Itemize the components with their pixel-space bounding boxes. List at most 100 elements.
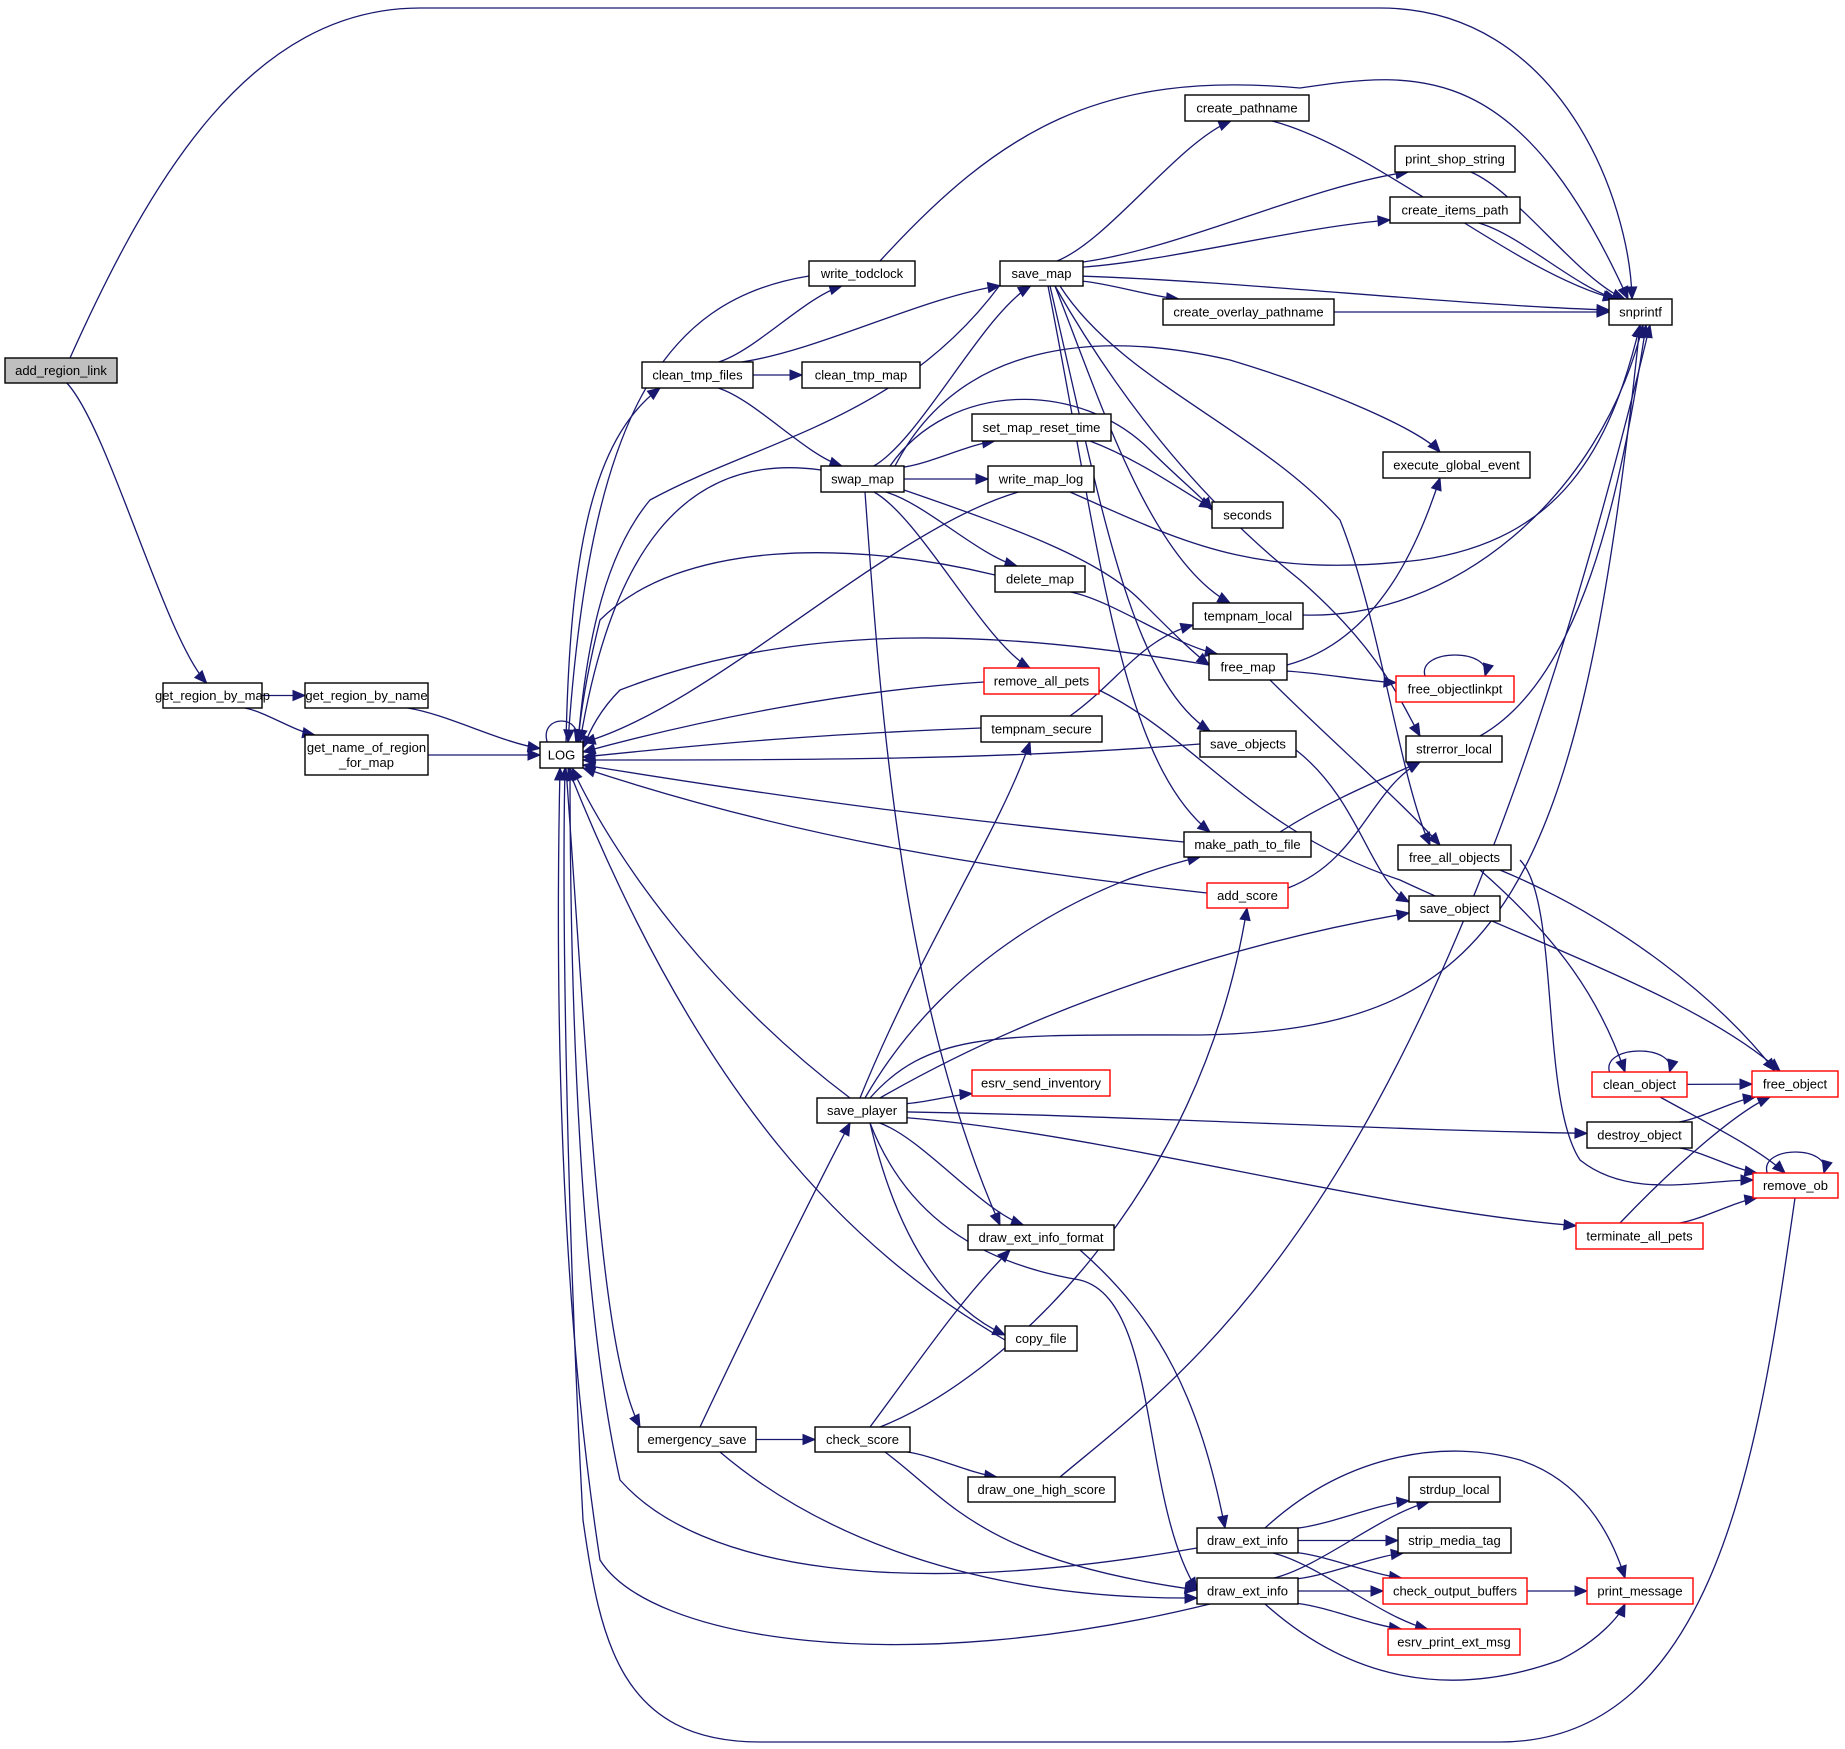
node-make-path-to-file[interactable]: make_path_to_file xyxy=(1183,831,1312,858)
node-box[interactable] xyxy=(1397,844,1512,871)
node-check-output-buffers[interactable]: check_output_buffers xyxy=(1382,1577,1528,1605)
node-box[interactable] xyxy=(641,361,754,389)
node-swap-map[interactable]: swap_map xyxy=(820,465,905,493)
node-write-map-log[interactable]: write_map_log xyxy=(987,465,1095,493)
node-box[interactable] xyxy=(1408,1476,1501,1503)
node-get-region-by-name[interactable]: get_region_by_name xyxy=(304,682,429,709)
node-box[interactable] xyxy=(967,1224,1115,1251)
node-box[interactable] xyxy=(1394,145,1516,173)
node-free-map[interactable]: free_map xyxy=(1208,653,1288,681)
node-box[interactable] xyxy=(994,565,1086,593)
node-save-map[interactable]: save_map xyxy=(999,260,1084,287)
node-box[interactable] xyxy=(1184,94,1310,122)
node-box[interactable] xyxy=(1752,1172,1839,1199)
node-box[interactable] xyxy=(1162,298,1335,326)
node-clean-object[interactable]: clean_object xyxy=(1591,1071,1688,1098)
node-draw-one-high-score[interactable]: draw_one_high_score xyxy=(967,1476,1116,1503)
node-save-object[interactable]: save_object xyxy=(1408,895,1501,922)
node-box[interactable] xyxy=(1004,1325,1078,1352)
node-box[interactable] xyxy=(1397,1527,1512,1554)
node-destroy-object[interactable]: destroy_object xyxy=(1586,1121,1693,1149)
node-box[interactable] xyxy=(999,260,1084,287)
node-box[interactable] xyxy=(1608,298,1673,326)
node-box[interactable] xyxy=(967,1476,1116,1503)
node-box[interactable] xyxy=(4,357,118,384)
node-box[interactable] xyxy=(814,1426,911,1453)
node-remove-all-pets[interactable]: remove_all_pets xyxy=(983,667,1100,695)
node-box[interactable] xyxy=(980,715,1103,743)
node-box[interactable] xyxy=(801,361,921,389)
node-write-todclock[interactable]: write_todclock xyxy=(808,260,916,287)
node-box[interactable] xyxy=(1208,653,1288,681)
node-box[interactable] xyxy=(1751,1070,1839,1098)
node-box[interactable] xyxy=(1395,675,1515,703)
node-box[interactable] xyxy=(1389,196,1521,224)
node-free-object[interactable]: free_object xyxy=(1751,1070,1839,1098)
node-save-objects[interactable]: save_objects xyxy=(1199,730,1297,758)
node-create-pathname[interactable]: create_pathname xyxy=(1184,94,1310,122)
node-create-items-path[interactable]: create_items_path xyxy=(1389,196,1521,224)
node-strip-media-tag[interactable]: strip_media_tag xyxy=(1397,1527,1512,1554)
node-strerror-local[interactable]: strerror_local xyxy=(1405,735,1503,763)
node-box[interactable] xyxy=(983,667,1100,695)
node-box[interactable] xyxy=(971,1069,1111,1097)
node-get-region-by-map[interactable]: get_region_by_map xyxy=(155,682,270,709)
node-add-region-link[interactable]: add_region_link xyxy=(4,357,118,384)
node-draw-ext-info-format[interactable]: draw_ext_info_format xyxy=(967,1224,1115,1251)
node-print-message[interactable]: print_message xyxy=(1586,1577,1694,1605)
node-box[interactable] xyxy=(304,734,429,776)
node-box[interactable] xyxy=(539,741,584,769)
node-seconds[interactable]: seconds xyxy=(1211,501,1284,529)
node-box[interactable] xyxy=(1183,831,1312,858)
node-box[interactable] xyxy=(1575,1222,1704,1250)
node-box[interactable] xyxy=(971,413,1112,442)
node-box[interactable] xyxy=(1387,1628,1521,1656)
node-box[interactable] xyxy=(162,682,263,709)
node-box[interactable] xyxy=(304,682,429,709)
node-tempnam-local[interactable]: tempnam_local xyxy=(1192,602,1304,630)
node-box[interactable] xyxy=(1211,501,1284,529)
node-box[interactable] xyxy=(1408,895,1501,922)
node-get-name-of-region-for-map[interactable]: get_name_of_region_for_map xyxy=(304,734,429,776)
node-emergency-save[interactable]: emergency_save xyxy=(637,1426,757,1453)
node-box[interactable] xyxy=(1405,735,1503,763)
node-box[interactable] xyxy=(808,260,916,287)
node-strdup-local[interactable]: strdup_local xyxy=(1408,1476,1501,1503)
node-snprintf[interactable]: snprintf xyxy=(1608,298,1673,326)
node-box[interactable] xyxy=(816,1097,908,1124)
node-box[interactable] xyxy=(1586,1121,1693,1149)
node-box[interactable] xyxy=(820,465,905,493)
node-check-score[interactable]: check_score xyxy=(814,1426,911,1453)
node-set-map-reset-time[interactable]: set_map_reset_time xyxy=(971,413,1112,442)
node-box[interactable] xyxy=(1196,1527,1299,1554)
node-free-objectlinkpt[interactable]: free_objectlinkpt xyxy=(1395,675,1515,703)
node-box[interactable] xyxy=(1196,1577,1299,1605)
node-delete-map[interactable]: delete_map xyxy=(994,565,1086,593)
node-free-all-objects[interactable]: free_all_objects xyxy=(1397,844,1512,871)
node-box[interactable] xyxy=(987,465,1095,493)
node-box[interactable] xyxy=(1206,882,1289,909)
node-draw-ext-info-a[interactable]: draw_ext_info xyxy=(1196,1527,1299,1554)
node-box[interactable] xyxy=(1382,451,1531,479)
node-remove-ob[interactable]: remove_ob xyxy=(1752,1172,1839,1199)
node-clean-tmp-files[interactable]: clean_tmp_files xyxy=(641,361,754,389)
node-terminate-all-pets[interactable]: terminate_all_pets xyxy=(1575,1222,1704,1250)
node-save-player[interactable]: save_player xyxy=(816,1097,908,1124)
node-box[interactable] xyxy=(1199,730,1297,758)
node-box[interactable] xyxy=(1382,1577,1528,1605)
node-clean-tmp-map[interactable]: clean_tmp_map xyxy=(801,361,921,389)
node-esrv-send-inventory[interactable]: esrv_send_inventory xyxy=(971,1069,1111,1097)
node-box[interactable] xyxy=(1591,1071,1688,1098)
node-esrv-print-ext-msg[interactable]: esrv_print_ext_msg xyxy=(1387,1628,1521,1656)
node-print-shop-string[interactable]: print_shop_string xyxy=(1394,145,1516,173)
node-box[interactable] xyxy=(637,1426,757,1453)
node-execute-global-event[interactable]: execute_global_event xyxy=(1382,451,1531,479)
node-box[interactable] xyxy=(1586,1577,1694,1605)
node-add-score[interactable]: add_score xyxy=(1206,882,1289,909)
node-box[interactable] xyxy=(1192,602,1304,630)
node-copy-file[interactable]: copy_file xyxy=(1004,1325,1078,1352)
node-create-overlay-pathname[interactable]: create_overlay_pathname xyxy=(1162,298,1335,326)
node-tempnam-secure[interactable]: tempnam_secure xyxy=(980,715,1103,743)
node-LOG[interactable]: LOG xyxy=(539,741,584,769)
node-draw-ext-info-b[interactable]: draw_ext_info xyxy=(1196,1577,1299,1605)
